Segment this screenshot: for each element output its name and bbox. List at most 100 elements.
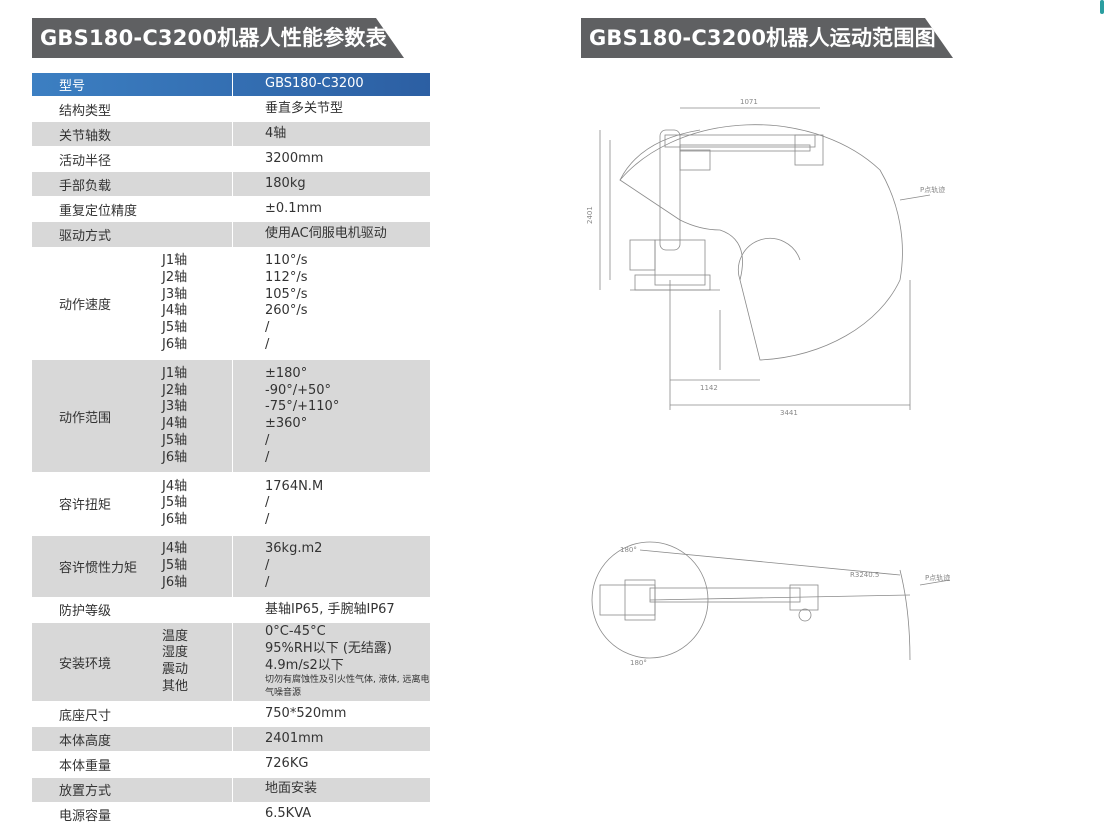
row-values: 726KG <box>232 752 430 776</box>
row-value: 0°C-45°C <box>265 623 326 639</box>
table-row: 结构类型 垂直多关节型 <box>32 97 430 123</box>
dim-bottom1: 1142 <box>700 384 718 392</box>
row-sublabel: J2轴 <box>162 382 188 398</box>
row-value: 260°/s <box>265 303 308 319</box>
row-sublabel: 震动 <box>162 662 189 678</box>
row-value: ±180° <box>265 365 308 381</box>
row-value: -75°/+110° <box>265 399 340 415</box>
row-label: 放置方式 <box>59 784 112 800</box>
side-p-point-label: P点轨迹 <box>920 185 945 194</box>
row-values: 使用AC伺服电机驱动 <box>232 222 430 246</box>
table-row: 防护等级基轴IP65, 手腕轴IP67 <box>32 597 430 624</box>
row-value: 105°/s <box>265 286 308 302</box>
row-sublabel: J4轴 <box>162 303 188 319</box>
row-label: 手部负载 <box>59 178 112 194</box>
row-sublabel: J6轴 <box>162 337 188 353</box>
row-values: 基轴IP65, 手腕轴IP67 <box>232 598 430 622</box>
row-sublabel: J1轴 <box>162 365 188 381</box>
row-value: / <box>265 320 270 336</box>
row-value: -90°/+50° <box>265 382 332 398</box>
row-label: 容许扭矩 <box>59 498 112 514</box>
row-sublabels <box>162 598 232 622</box>
row-values: 垂直多关节型 <box>232 97 430 121</box>
row-sublabel: J6轴 <box>162 512 188 528</box>
row-sublabels <box>162 97 232 121</box>
row-sublabels <box>162 172 232 196</box>
row-sublabel: 其他 <box>162 678 189 694</box>
row-value: 2401mm <box>265 730 324 746</box>
row-label: 本体重量 <box>59 758 112 774</box>
table-row: 重复定位精度 ±0.1mm <box>32 197 430 223</box>
row-values: 750*520mm <box>232 702 430 726</box>
row-value: ±360° <box>265 416 308 432</box>
model-label: 型号 <box>59 79 86 94</box>
row-sublabel: J2轴 <box>162 269 188 285</box>
row-label: 驱动方式 <box>59 229 112 245</box>
row-value: / <box>265 557 270 573</box>
row-label: 动作范围 <box>59 410 112 426</box>
row-label: 动作速度 <box>59 297 112 313</box>
row-value: 使用AC伺服电机驱动 <box>265 226 387 242</box>
row-sublabels <box>162 147 232 171</box>
motion-range-diagram: 1071 2401 1142 3441 P点轨迹 R3240.5 P点轨迹 18… <box>586 98 950 667</box>
row-sublabels <box>162 702 232 726</box>
top-p-point-label: P点轨迹 <box>925 573 950 582</box>
row-label: 结构类型 <box>59 103 112 119</box>
row-label: 安装环境 <box>59 656 112 672</box>
row-value: 切勿有腐蚀性及引火性气体, 液体, 远离电气噪音源 <box>265 675 430 699</box>
dim-bottom2: 3441 <box>780 409 798 417</box>
row-value: 95%RH以下 (无结露) <box>265 640 392 656</box>
row-sublabels <box>162 778 232 802</box>
row-values: ±180°-90°/+50°-75°/+110°±360°// <box>232 360 430 472</box>
row-value: 1764N.M <box>265 478 324 494</box>
edge-marker <box>1100 0 1104 14</box>
row-value: 4.9m/s2以下 <box>265 657 344 673</box>
row-sublabel: 湿度 <box>162 645 189 661</box>
model-value: GBS180-C3200 <box>265 76 364 92</box>
row-label: 容许惯性力矩 <box>59 560 138 576</box>
row-label: 重复定位精度 <box>59 203 138 219</box>
row-sublabel: J5轴 <box>162 495 188 511</box>
row-value: 110°/s <box>265 253 308 269</box>
row-sublabel: J6轴 <box>162 449 188 465</box>
table-row: 本体高度 2401mm <box>32 727 430 753</box>
row-sublabel: J5轴 <box>162 433 188 449</box>
row-sublabel: J3轴 <box>162 286 188 302</box>
row-values: 4轴 <box>232 122 430 146</box>
spec-table-title: GBS180-C3200机器人性能参数表 <box>32 18 404 58</box>
top-envelope <box>591 541 709 659</box>
table-header-row: 型号 GBS180-C3200 <box>32 73 430 97</box>
dim-top: 1071 <box>740 98 758 106</box>
row-sublabel: J3轴 <box>162 399 188 415</box>
row-values: ±0.1mm <box>232 197 430 221</box>
row-value: 地面安装 <box>265 781 318 797</box>
row-values: 3200mm <box>232 147 430 171</box>
motion-range-title: GBS180-C3200机器人运动范围图 <box>581 18 953 58</box>
row-label: 电源容量 <box>59 809 112 825</box>
row-value: / <box>265 433 270 449</box>
row-value: 180kg <box>265 175 306 191</box>
row-value: / <box>265 449 270 465</box>
angle-bottom: 180° <box>630 659 647 667</box>
dim-radius: R3240.5 <box>850 571 879 579</box>
row-value: ±0.1mm <box>265 201 322 217</box>
row-sublabel: J4轴 <box>162 416 188 432</box>
row-sublabel: J5轴 <box>162 320 188 336</box>
row-value: 基轴IP65, 手腕轴IP67 <box>265 601 395 617</box>
row-value: / <box>265 337 270 353</box>
row-label: 本体高度 <box>59 733 112 749</box>
row-sublabels <box>162 727 232 751</box>
